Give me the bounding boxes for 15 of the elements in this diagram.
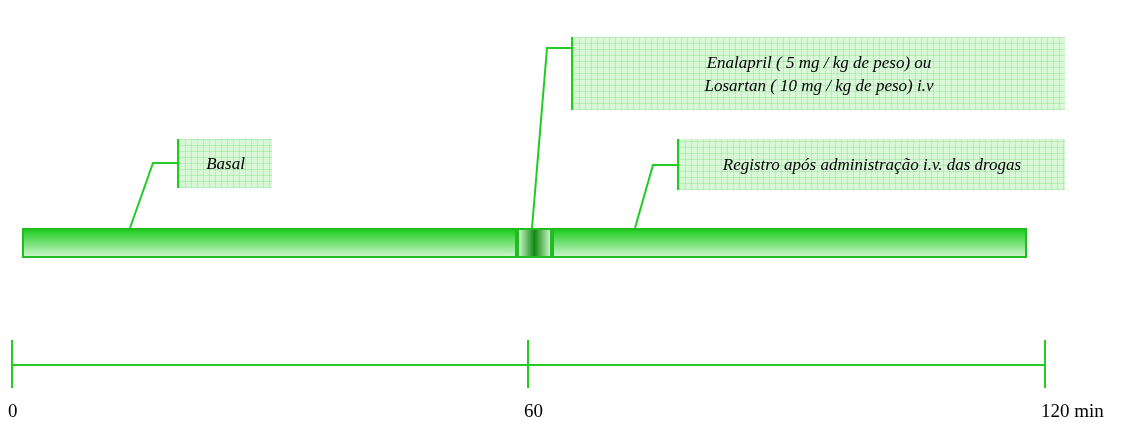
leader-line <box>129 162 178 229</box>
callout-box <box>177 139 272 188</box>
timeline-bar-segment <box>517 228 552 258</box>
timeline-bar-segment <box>22 228 517 258</box>
callout-box <box>571 37 1065 110</box>
tick-label: 60 <box>524 400 543 422</box>
tick-label: 0 <box>8 400 18 422</box>
leader-line <box>634 164 678 229</box>
callout-box <box>677 139 1065 190</box>
callout-text: Registro após administração i.v. das drogas <box>721 154 1023 176</box>
leader-line <box>531 47 572 229</box>
timeline-bar-segment <box>552 228 1027 258</box>
tick-label: 120 min <box>1041 400 1104 422</box>
callout-text: Enalapril ( 5 mg / kg de peso) ou Losartan ( 10 mg / kg de peso) i.v <box>703 51 935 97</box>
callout-text: Basal <box>205 153 246 175</box>
